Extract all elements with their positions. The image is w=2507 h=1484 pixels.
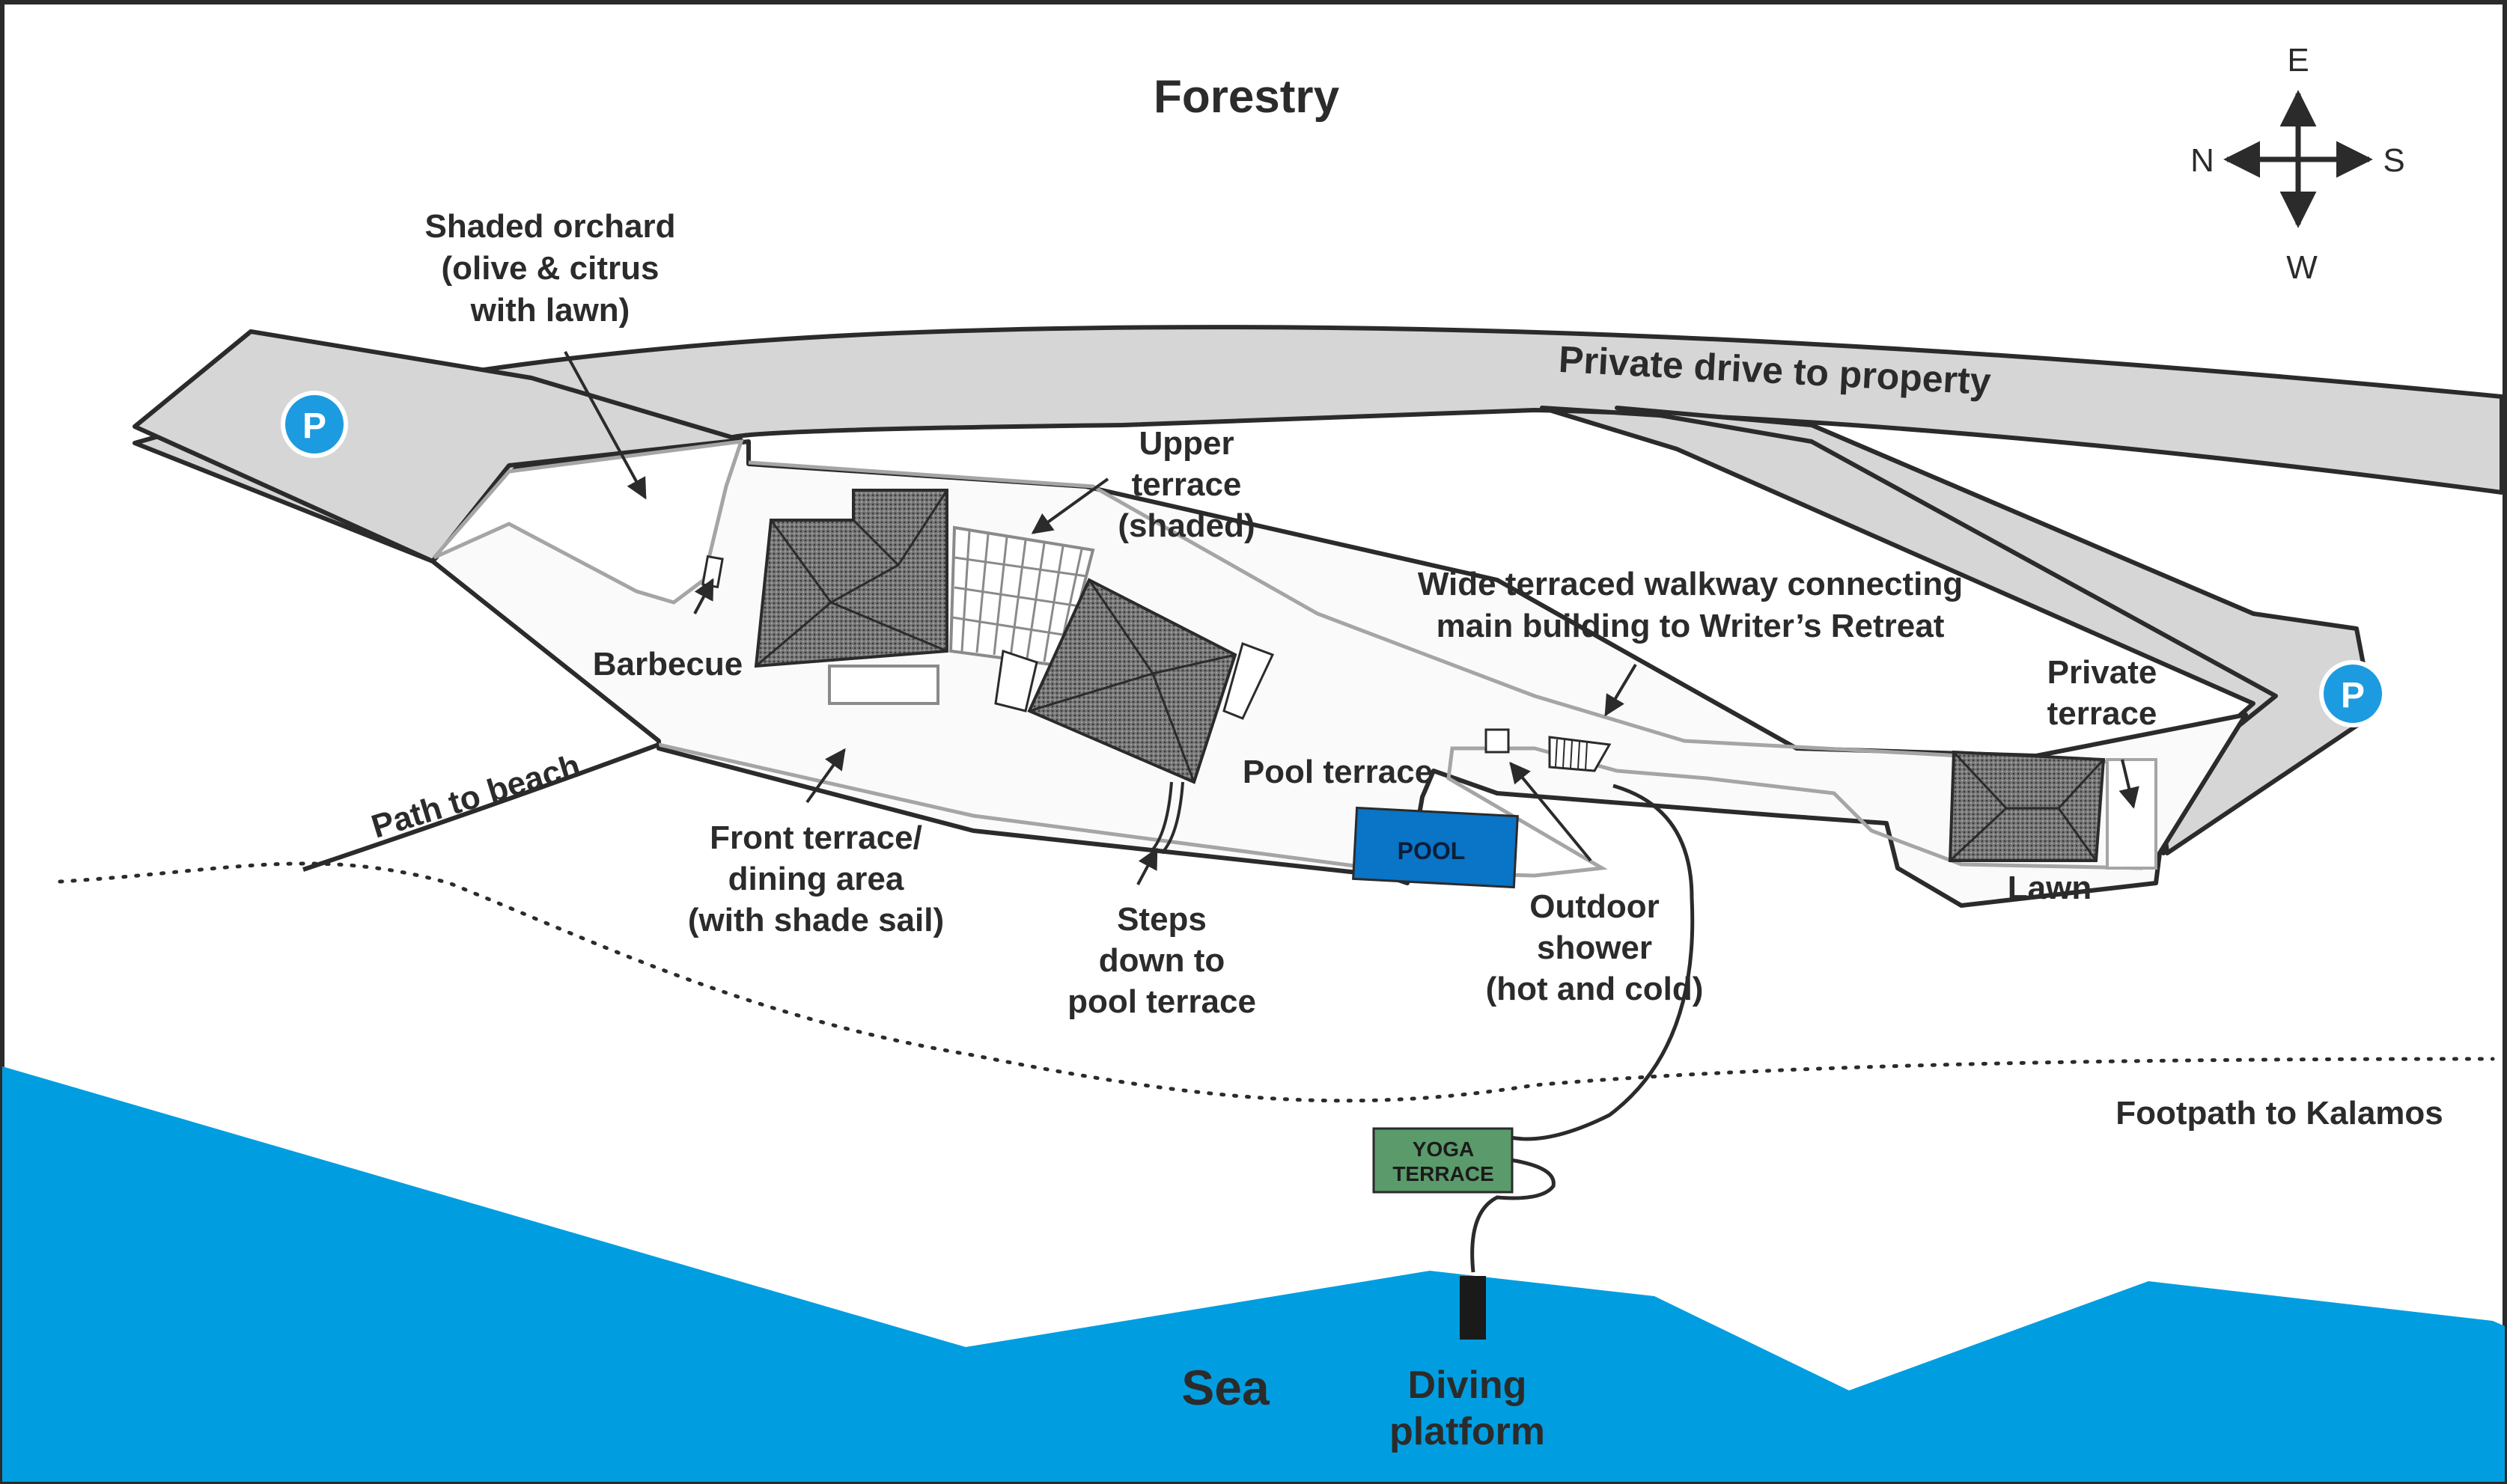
- arrow-front-terrace: [805, 748, 846, 804]
- label-walkway-line1: Wide terraced walkway connecting: [1418, 566, 1963, 602]
- main-building-annex: [828, 665, 939, 705]
- stairs-left: [994, 650, 1038, 712]
- arrow-private-terrace: [2118, 759, 2139, 809]
- arrow-upper-terrace: [1031, 477, 1109, 534]
- label-shower-line3: (hot and cold): [1486, 971, 1704, 1007]
- label-lawn: Lawn: [2008, 870, 2092, 906]
- label-steps-line1: Steps: [1117, 901, 1207, 938]
- arrow-barbecue: [693, 578, 714, 614]
- label-orchard-line1: Shaded orchard: [425, 208, 676, 245]
- label-private-terrace-line1: Private: [2047, 654, 2157, 691]
- shower-to-yoga-path: [1510, 784, 1695, 1141]
- compass-north-label: N: [2190, 142, 2214, 179]
- label-upper-terrace-line3: (shaded): [1118, 507, 1255, 544]
- label-steps-line3: pool terrace: [1067, 983, 1256, 1020]
- label-barbecue: Barbecue: [593, 646, 743, 683]
- label-diving-line2: platform: [1389, 1410, 1545, 1453]
- arrow-walkway: [1604, 663, 1637, 717]
- outdoor-shower-marker: [1484, 728, 1510, 754]
- arrow-shower: [1509, 761, 1592, 862]
- label-pool-terrace: Pool terrace: [1243, 754, 1433, 790]
- label-upper-terrace-line2: terrace: [1132, 466, 1242, 503]
- yoga-label-line1: YOGA: [1413, 1138, 1474, 1161]
- compass-south-label: S: [2383, 142, 2404, 179]
- compass-west-label: W: [2286, 249, 2318, 286]
- diving-platform: [1460, 1276, 1486, 1340]
- parking-area-right: [1615, 406, 2375, 855]
- label-orchard-line3: with lawn): [470, 292, 630, 329]
- label-shower-line1: Outdoor: [1529, 888, 1660, 925]
- label-front-terrace-line3: (with shade sail): [688, 902, 944, 938]
- label-shower-line2: shower: [1537, 929, 1652, 966]
- compass-rose: [2223, 90, 2373, 228]
- parking-p-label: P: [2341, 676, 2365, 715]
- yoga-terrace: [1372, 1127, 1514, 1194]
- path-to-beach: [302, 742, 660, 872]
- pool: [1352, 806, 1519, 889]
- label-front-terrace-line2: dining area: [728, 861, 904, 897]
- compass-east-label: E: [2287, 42, 2309, 79]
- writers-retreat-roof: [1948, 750, 2106, 862]
- parking-p-label: P: [302, 406, 326, 446]
- writers-retreat-ridges: [1949, 751, 2105, 862]
- label-steps-line2: down to: [1099, 942, 1225, 979]
- label-front-terrace-line1: Front terrace/: [710, 819, 922, 856]
- label-private-terrace-line2: terrace: [2047, 695, 2157, 732]
- walkway-outline: [658, 460, 2151, 878]
- private-terrace-area: [2106, 758, 2157, 870]
- parking-sign-right: P: [2319, 660, 2386, 727]
- stairs-right: [1222, 642, 1275, 720]
- walkway-steps-lines: [1555, 739, 1588, 771]
- label-walkway-line2: main building to Writer’s Retreat: [1437, 608, 1945, 644]
- coast-dotted-line: [58, 861, 2495, 1103]
- label-footpath: Footpath to Kalamos: [2115, 1095, 2443, 1132]
- label-diving-line1: Diving: [1408, 1364, 1527, 1407]
- second-building-ridges: [1029, 579, 1236, 783]
- steps-down-path: [1151, 781, 1184, 855]
- parking-sign-left: P: [281, 391, 348, 458]
- pool-label: POOL: [1398, 837, 1466, 864]
- label-upper-terrace-line1: Upper: [1139, 425, 1234, 462]
- arrow-orchard: [564, 351, 647, 500]
- sea-area: [2, 1066, 2505, 1482]
- arrow-steps: [1136, 847, 1158, 885]
- yoga-to-platform-path: [1470, 1158, 1556, 1273]
- label-sea: Sea: [1181, 1360, 1270, 1415]
- main-building-ridges: [755, 489, 948, 668]
- label-forestry: Forestry: [1154, 71, 1340, 123]
- label-orchard-line2: (olive & citrus: [442, 250, 660, 287]
- yoga-label-line2: TERRACE: [1392, 1162, 1493, 1185]
